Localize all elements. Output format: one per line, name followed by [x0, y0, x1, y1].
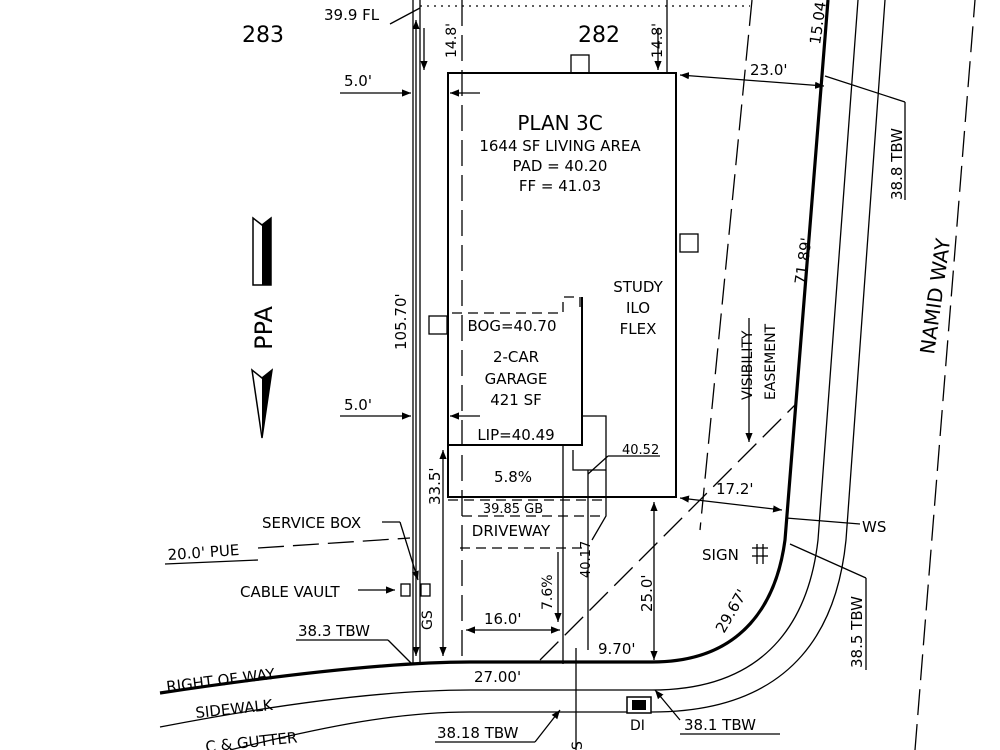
top-right-dim: 15.04': [806, 0, 830, 46]
living-area-label: 1644 SF LIVING AREA: [479, 137, 641, 155]
pad-label: PAD = 40.20: [513, 157, 608, 175]
plan-title: PLAN 3C: [517, 111, 602, 135]
house-footprint: [428, 54, 699, 498]
house-labels: PLAN 3C 1644 SF LIVING AREA PAD = 40.20 …: [468, 111, 664, 444]
easement-label: EASEMENT: [763, 323, 779, 400]
driveway-width-dim: 16.0': [484, 610, 522, 628]
tbw-383-label: 38.3 TBW: [298, 622, 370, 640]
gutter-label: C & GUTTER: [205, 728, 299, 750]
driveway-depth-dim: 33.5': [426, 467, 444, 505]
driveway-label: DRIVEWAY: [472, 522, 551, 540]
ff-label: FF = 41.03: [519, 177, 601, 195]
street-curbs: [159, 0, 976, 750]
driveway: [448, 404, 796, 664]
side-yard-top: 5.0': [344, 72, 372, 90]
ilo-label: ILO: [626, 299, 650, 317]
flex-label: FLEX: [620, 320, 657, 338]
utility-symbols: [358, 521, 768, 714]
curve-length-dim: 71.89': [791, 236, 815, 285]
setback-25-dim: 25.0': [638, 574, 656, 612]
tbw-381-label: 38.1 TBW: [684, 716, 756, 734]
bog-label: BOG=40.70: [468, 317, 557, 335]
study-label: STUDY: [613, 278, 663, 296]
north-arrow-icon: PPA: [250, 216, 278, 439]
elev-4052-label: 40.52: [622, 443, 659, 458]
sign-symbol: [752, 544, 768, 564]
ws-label: WS: [862, 518, 886, 536]
dimension-lines: [296, 7, 906, 750]
garage-line3: 421 SF: [490, 391, 542, 409]
lot-depth-label: 105.70': [392, 293, 410, 350]
s-mark-label: S: [570, 741, 586, 750]
north-arrow-letters: PPA: [250, 306, 278, 350]
sign-label: SIGN: [702, 546, 739, 564]
setback-right-top: 14.8': [650, 23, 666, 58]
right-of-way-label: RIGHT OF WAY: [165, 665, 276, 696]
frontage-dim: 27.00': [474, 668, 521, 686]
lot-numbers: 283 282: [242, 23, 620, 48]
service-box-label: SERVICE BOX: [262, 514, 361, 532]
fl-label: 39.9 FL: [324, 6, 380, 24]
lot-283-label: 283: [242, 23, 284, 48]
street-name: NAMID WAY: [915, 236, 955, 356]
tbw-385-label: 38.5 TBW: [848, 596, 866, 668]
pue-label: 20.0' PUE: [167, 541, 240, 564]
di-label: DI: [630, 718, 645, 734]
lot-282-label: 282: [578, 23, 620, 48]
right-17-dim: 17.2': [716, 480, 754, 498]
tbw-388-label: 38.8 TBW: [888, 128, 906, 200]
slope-76-label: 7.6%: [540, 574, 556, 610]
lip-label: LIP=40.49: [477, 426, 554, 444]
garage-line1: 2-CAR: [493, 348, 539, 366]
sidewalk-label: SIDEWALK: [195, 696, 275, 722]
site-labels: NAMID WAY 38.8 TBW 38.5 TBW 38.3 TBW 38.…: [165, 128, 955, 750]
visibility-label: VISIBILITY: [740, 330, 756, 400]
driveway-pct-label: 5.8%: [494, 468, 532, 486]
gb-label: 39.85 GB: [483, 502, 543, 517]
side-yard-bottom: 5.0': [344, 396, 372, 414]
curb-970-dim: 9.70': [598, 640, 636, 658]
driveway-4017-label: 40.17: [579, 541, 594, 578]
setback-left-top: 14.8': [444, 23, 460, 58]
gs-label: GS: [420, 610, 436, 630]
garage-line2: GARAGE: [485, 370, 548, 388]
cable-vault-label: CABLE VAULT: [240, 583, 340, 601]
pue-line: [257, 537, 411, 549]
rear-right-dim: 23.0': [750, 61, 788, 79]
tbw-3818-label: 38.18 TBW: [437, 724, 519, 742]
